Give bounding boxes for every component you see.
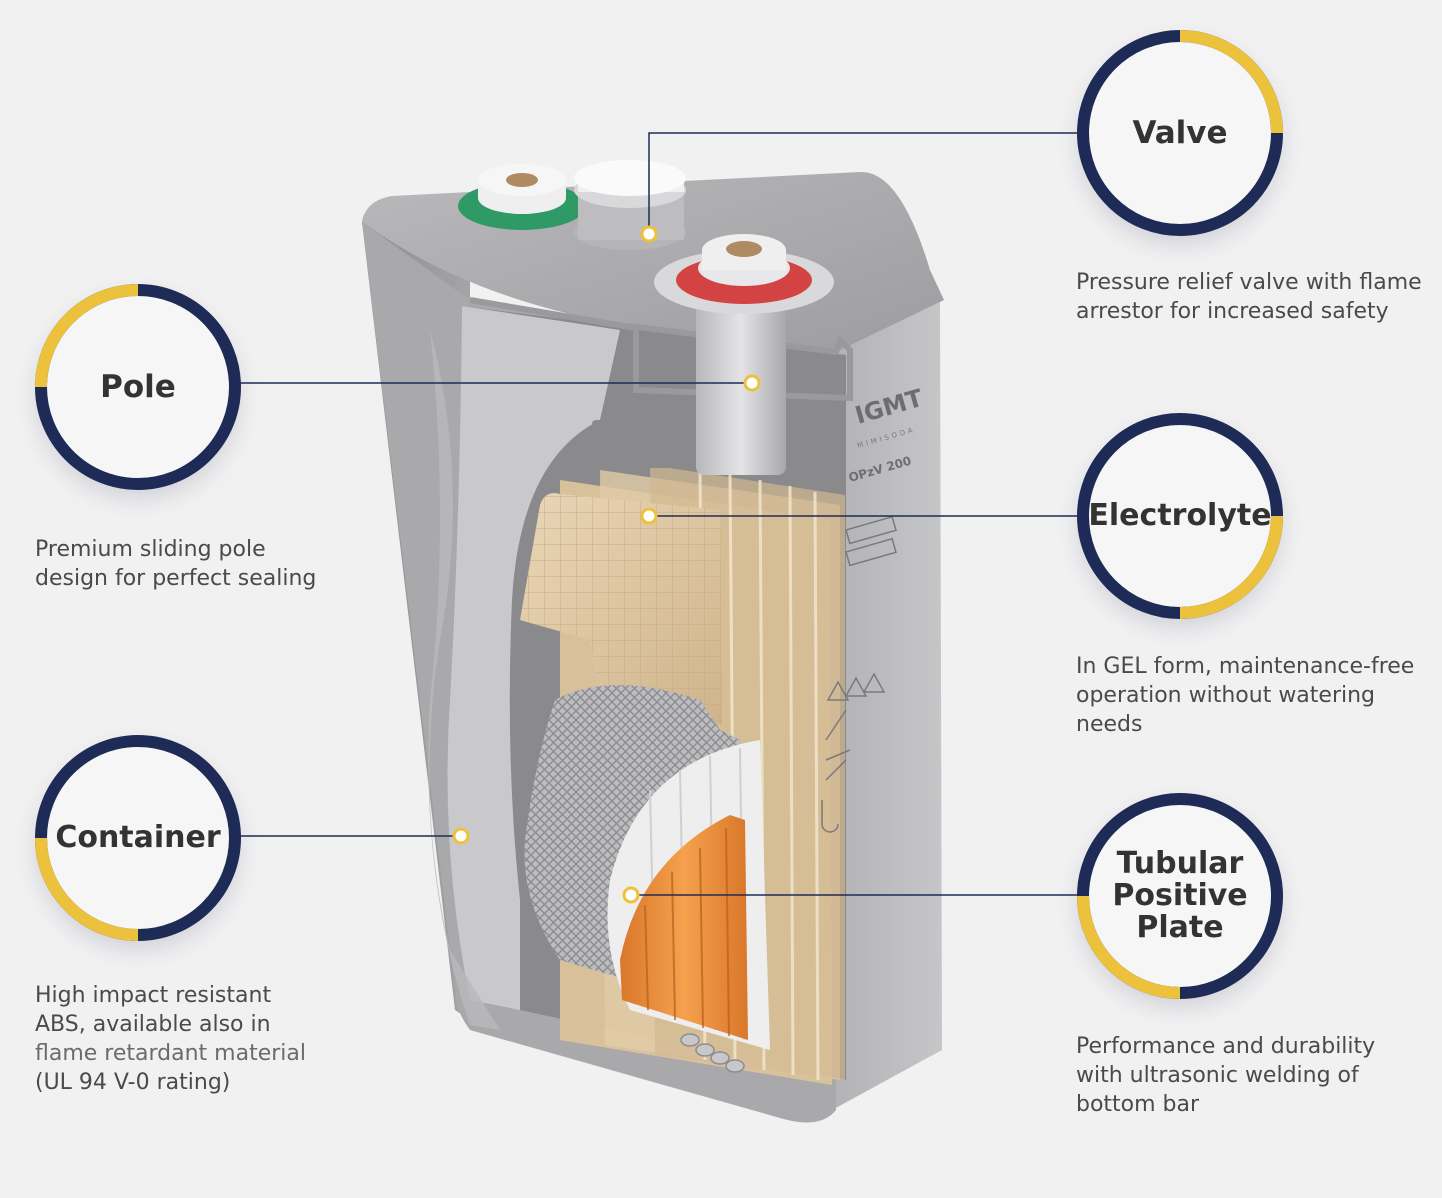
pole-title: Pole: [100, 368, 176, 405]
electrolyte-description: In GEL form, maintenance-free operation …: [1076, 652, 1414, 739]
tubular-plate-description: Performance and durability with ultrason…: [1076, 1032, 1375, 1119]
container-desc-line: High impact resistant: [35, 983, 272, 1008]
tubular-plate-title: Tubular Positive Plate: [1112, 846, 1248, 945]
electrolyte-badge: Electrolyte: [1077, 413, 1283, 619]
tubular-desc-line: with ultrasonic welding of: [1076, 1063, 1359, 1088]
container-badge: Container: [35, 735, 241, 941]
pole-anchor-dot: [743, 374, 761, 392]
electrolyte-desc-line: needs: [1076, 712, 1143, 737]
container-desc-line: flame retardant material: [35, 1041, 306, 1066]
tubular-desc-line: bottom bar: [1076, 1092, 1200, 1117]
tubular-desc-line: Performance and durability: [1076, 1034, 1376, 1059]
electrolyte-anchor-dot: [640, 507, 658, 525]
electrolyte-title: Electrolyte: [1088, 498, 1272, 534]
pole-desc-line: design for perfect sealing: [35, 566, 317, 591]
electrolyte-desc-line: operation without watering: [1076, 683, 1376, 708]
pole-desc-line: Premium sliding pole: [35, 537, 266, 562]
container-title: Container: [55, 820, 221, 856]
pole-description: Premium sliding pole design for perfect …: [35, 535, 316, 593]
container-desc-line: (UL 94 V-0 rating): [35, 1070, 231, 1095]
container-desc-line: ABS, available also in: [35, 1012, 271, 1037]
valve-description: Pressure relief valve with flame arresto…: [1076, 268, 1422, 326]
tubular-plate-badge-ring: [1077, 793, 1283, 999]
pole-badge-ring: [35, 284, 241, 490]
electrolyte-badge-ring: [1077, 413, 1283, 619]
tubular-anchor-dot: [622, 886, 640, 904]
valve-title: Valve: [1132, 114, 1228, 151]
tubular-plate-badge: Tubular Positive Plate: [1077, 793, 1283, 999]
container-badge-ring: [35, 735, 241, 941]
valve-desc-line: arrestor for increased safety: [1076, 299, 1389, 324]
valve-desc-line: Pressure relief valve with flame: [1076, 270, 1422, 295]
pole-badge: Pole: [35, 284, 241, 490]
container-anchor-dot: [452, 827, 470, 845]
container-description: High impact resistant ABS, available als…: [35, 981, 306, 1097]
valve-anchor-dot: [640, 225, 658, 243]
valve-badge: Valve: [1077, 30, 1283, 236]
electrolyte-desc-line: In GEL form, maintenance-free: [1076, 654, 1415, 679]
valve-badge-ring: [1077, 30, 1283, 236]
